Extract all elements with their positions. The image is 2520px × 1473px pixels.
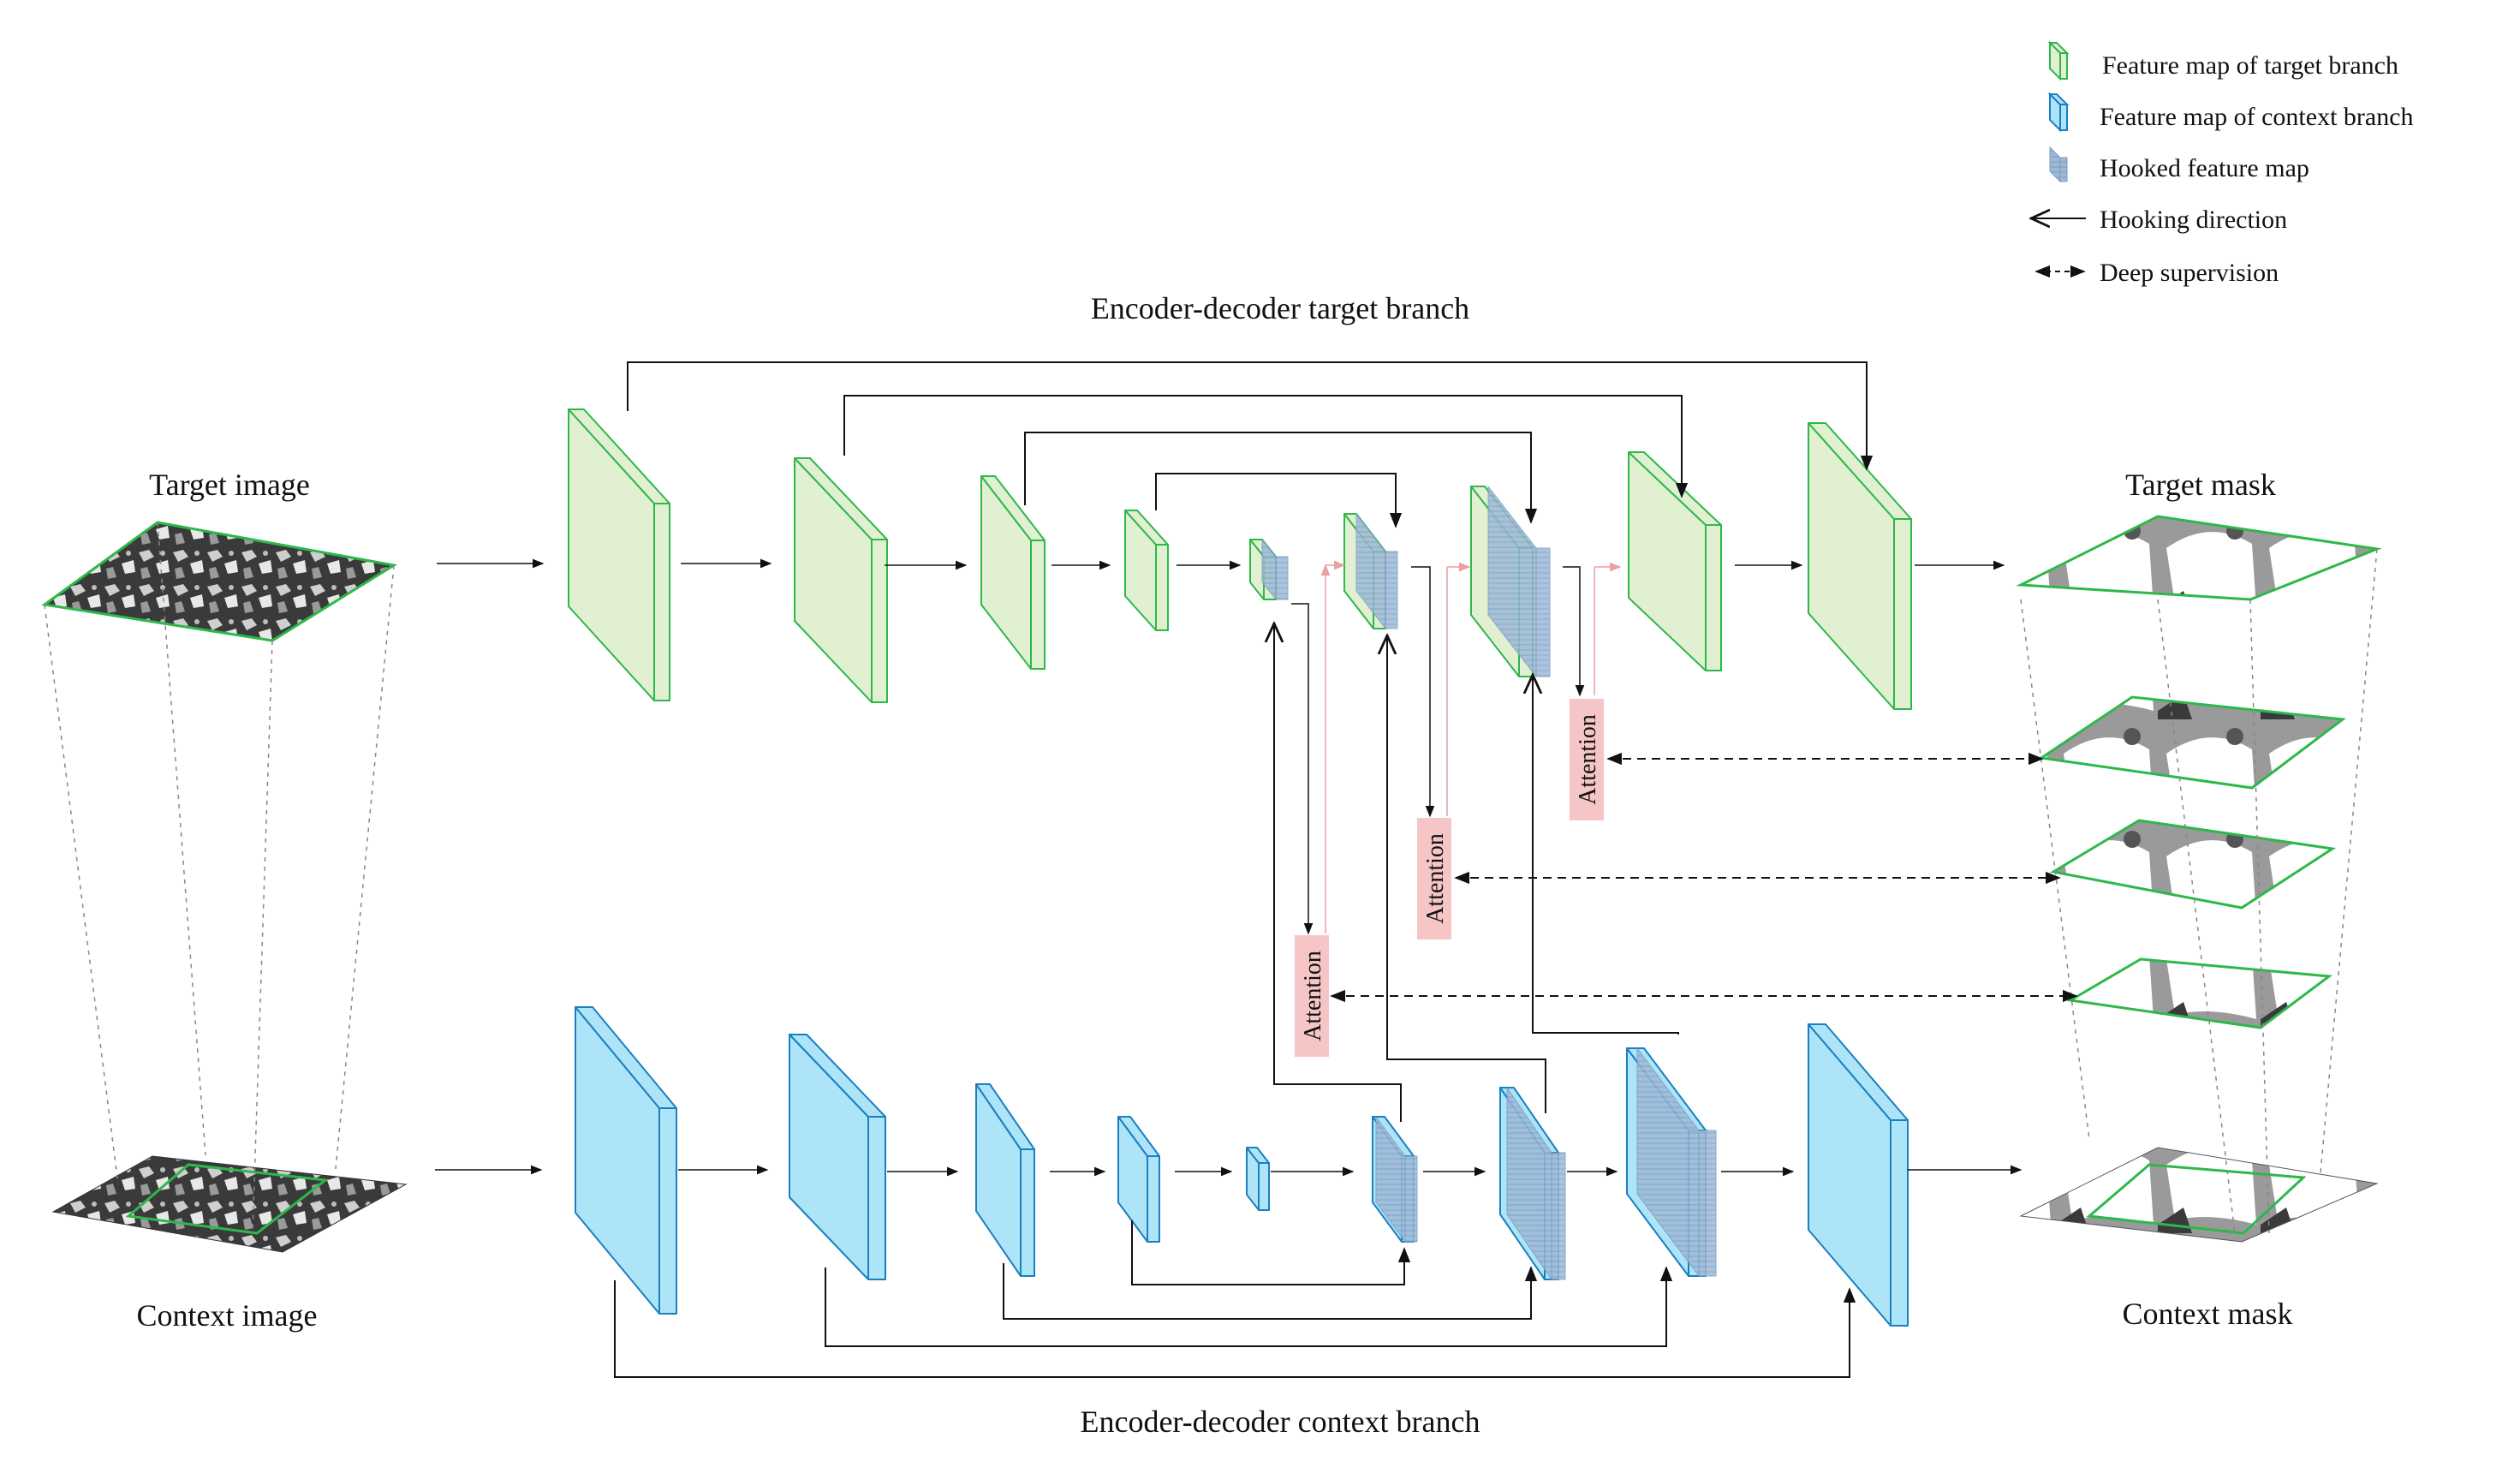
image-projection-lines	[44, 522, 395, 1234]
attention-label-1: Attention	[1300, 951, 1326, 1041]
attention-label-2: Attention	[1422, 833, 1449, 924]
context-fm-enc4	[1117, 1116, 1160, 1243]
context-fm-enc2	[789, 1034, 886, 1280]
target-skip-connections	[627, 361, 1874, 528]
legend-hooked-fm-icon	[2049, 146, 2068, 183]
mask-projection-lines	[2020, 548, 2378, 1234]
context-branch-title: Encoder-decoder context branch	[1080, 1404, 1480, 1439]
legend-hooked-fm: Hooked feature map	[2100, 154, 2309, 182]
forward-arrows	[435, 558, 2023, 1177]
legend-context-fm-icon	[2047, 92, 2070, 133]
deep-supervision-mask-3	[2066, 957, 2333, 1029]
context-fm-dec1	[1372, 1116, 1418, 1243]
target-branch-title: Encoder-decoder target branch	[1091, 291, 1469, 325]
context-skip-connections	[614, 1220, 1856, 1378]
context-fm-enc3	[975, 1083, 1035, 1277]
legend: Feature map of target branch Feature map…	[2031, 40, 2414, 287]
attention-box-2: Attention	[1417, 818, 1451, 939]
target-fm-enc1	[568, 409, 670, 701]
target-fm-dec4	[1808, 422, 1912, 710]
context-fm-bottleneck	[1246, 1147, 1270, 1211]
target-fm-bottleneck	[1249, 539, 1289, 600]
hooking-arrows	[1274, 623, 1679, 1122]
context-fm-dec3	[1626, 1047, 1717, 1277]
attention-box-1: Attention	[1295, 935, 1329, 1057]
deep-supervision-arrows	[1330, 752, 2078, 1003]
target-fm-enc3	[980, 475, 1046, 670]
legend-deep-sup: Deep supervision	[2100, 259, 2279, 287]
context-mask	[2019, 1147, 2379, 1243]
legend-context-fm: Feature map of context branch	[2100, 103, 2414, 131]
target-mask	[2016, 515, 2382, 601]
target-fm-enc4	[1124, 510, 1169, 631]
target-fm-dec1	[1343, 513, 1398, 629]
attention-box-3: Attention	[1570, 699, 1604, 820]
deep-supervision-mask-1	[2037, 695, 2346, 790]
target-branch-feature-maps	[568, 409, 1912, 710]
target-fm-dec2	[1470, 486, 1551, 677]
context-mask-label: Context mask	[2123, 1297, 2293, 1331]
legend-target-fm-icon	[2047, 40, 2070, 81]
attention-label-3: Attention	[1575, 714, 1601, 805]
target-image	[41, 521, 398, 642]
target-fm-dec3	[1628, 451, 1722, 671]
attention-feed-arrows	[1291, 560, 1622, 935]
context-branch-feature-maps	[575, 1006, 1909, 1327]
context-fm-dec2	[1499, 1087, 1566, 1280]
context-image	[51, 1155, 408, 1253]
legend-target-fm: Feature map of target branch	[2102, 51, 2398, 80]
context-fm-dec4	[1808, 1023, 1909, 1327]
target-mask-label: Target mask	[2125, 468, 2276, 502]
context-image-label: Context image	[137, 1298, 318, 1333]
target-image-label: Target image	[149, 468, 310, 502]
legend-hooking-dir: Hooking direction	[2100, 206, 2287, 234]
deep-supervision-mask-2	[2049, 819, 2337, 909]
context-fm-enc1	[575, 1006, 677, 1315]
target-fm-enc2	[794, 457, 888, 703]
